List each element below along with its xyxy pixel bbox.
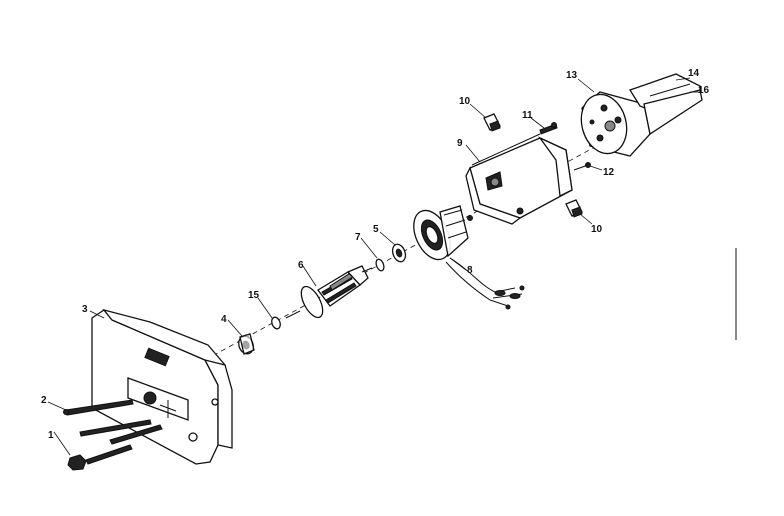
label-part-9: 9	[457, 138, 463, 149]
label-part-14: 14	[688, 68, 700, 79]
screw-part-12	[573, 162, 591, 171]
label-part-16: 16	[698, 85, 710, 96]
label-part-2: 2	[41, 395, 47, 406]
label-part-3: 3	[82, 304, 88, 315]
screw-part-11	[539, 122, 558, 135]
label-part-10-upper: 10	[459, 96, 471, 107]
washer-part-7	[375, 258, 385, 272]
screw-part-2	[63, 399, 152, 437]
label-part-11: 11	[522, 110, 533, 121]
label-part-6: 6	[298, 260, 304, 271]
motor-housing-part-9	[465, 133, 573, 225]
label-part-1: 1	[48, 430, 54, 441]
label-part-5: 5	[373, 224, 379, 235]
brush-holder-part-10-upper	[483, 113, 501, 132]
armature-part-6	[285, 265, 373, 319]
bearing-part-5	[391, 243, 407, 263]
gear-case-part-3	[91, 308, 233, 465]
nut-part-1	[67, 424, 163, 471]
label-part-8: 8	[467, 265, 473, 276]
label-part-4: 4	[221, 314, 227, 325]
bearing-part-4	[238, 333, 255, 355]
handle-part-14	[629, 73, 703, 136]
label-part-10-lower: 10	[591, 224, 603, 235]
brush-holder-part-10-lower	[565, 199, 583, 218]
end-cap-part-13	[580, 91, 651, 157]
leader-lines	[47, 77, 700, 456]
label-part-12: 12	[603, 167, 615, 178]
label-part-15: 15	[248, 290, 260, 301]
ring-part-15	[271, 316, 281, 330]
label-part-13: 13	[566, 70, 578, 81]
label-part-7: 7	[355, 232, 361, 243]
field-coil-part-8	[413, 205, 525, 310]
